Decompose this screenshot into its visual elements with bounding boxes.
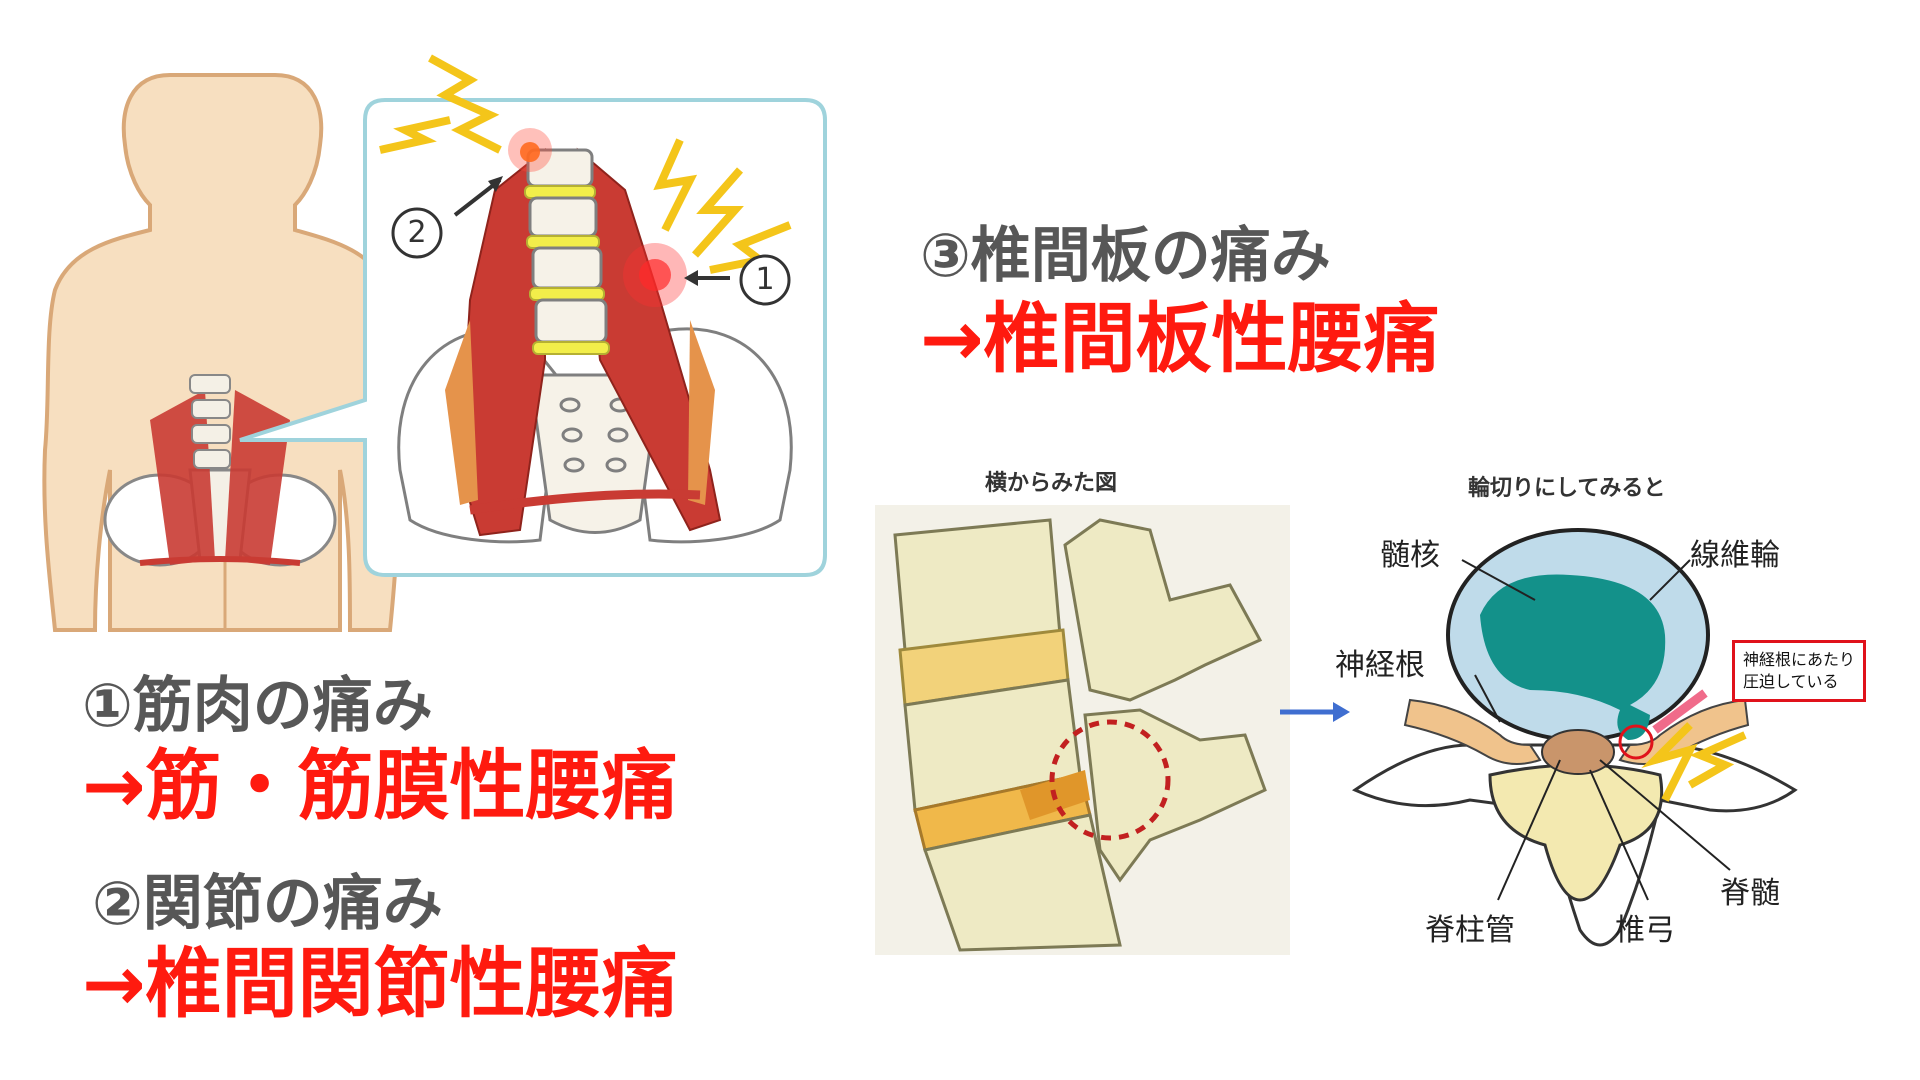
marker-2-circle xyxy=(391,207,443,259)
label-annulus: 線維輪 xyxy=(1690,538,1780,573)
label-nucleus: 髄核 xyxy=(1380,538,1440,573)
label-spinal-cord: 脊髄 xyxy=(1720,876,1780,911)
label-nerve-root: 神経根 xyxy=(1335,648,1425,683)
inset-marker-2: 2 xyxy=(407,215,427,250)
disc-pain-result: →椎間板性腰痛 xyxy=(920,294,1440,383)
marker-2-arrow-head xyxy=(488,176,503,192)
body-pelvis xyxy=(103,374,337,567)
inset-muscles xyxy=(445,147,722,537)
marker-1-circle xyxy=(739,254,791,306)
joint-pain-title: ②関節の痛み xyxy=(92,869,443,939)
label-vertebral-arch: 椎弓 xyxy=(1615,913,1675,948)
pain-glow-joint xyxy=(508,128,552,172)
lightning-icon-joint xyxy=(379,54,502,154)
joint-pain-result: →椎間関節性腰痛 xyxy=(82,939,678,1028)
callout-line-1: 神経根にあたり xyxy=(1743,650,1856,669)
cross-section-caption: 輪切りにしてみると xyxy=(1468,476,1666,501)
inset-spine xyxy=(524,148,610,355)
inset-marker-1: 1 xyxy=(755,262,775,297)
muscle-pain-title: ①筋肉の痛み xyxy=(82,671,433,741)
disc-pain-title: ③椎間板の痛み xyxy=(920,221,1331,291)
lightning-icon-muscle xyxy=(653,138,792,274)
muscle-pain-result: →筋・筋膜性腰痛 xyxy=(82,741,678,830)
callout-line-2: 圧迫している xyxy=(1743,672,1839,691)
label-spinal-canal: 脊柱管 xyxy=(1425,913,1515,948)
marker-1-arrow-head xyxy=(684,270,698,286)
pain-glow-muscle xyxy=(623,243,687,307)
compression-callout: 神経根にあたり 圧迫している xyxy=(1732,640,1867,702)
side-view-caption: 横からみた図 xyxy=(985,471,1118,496)
